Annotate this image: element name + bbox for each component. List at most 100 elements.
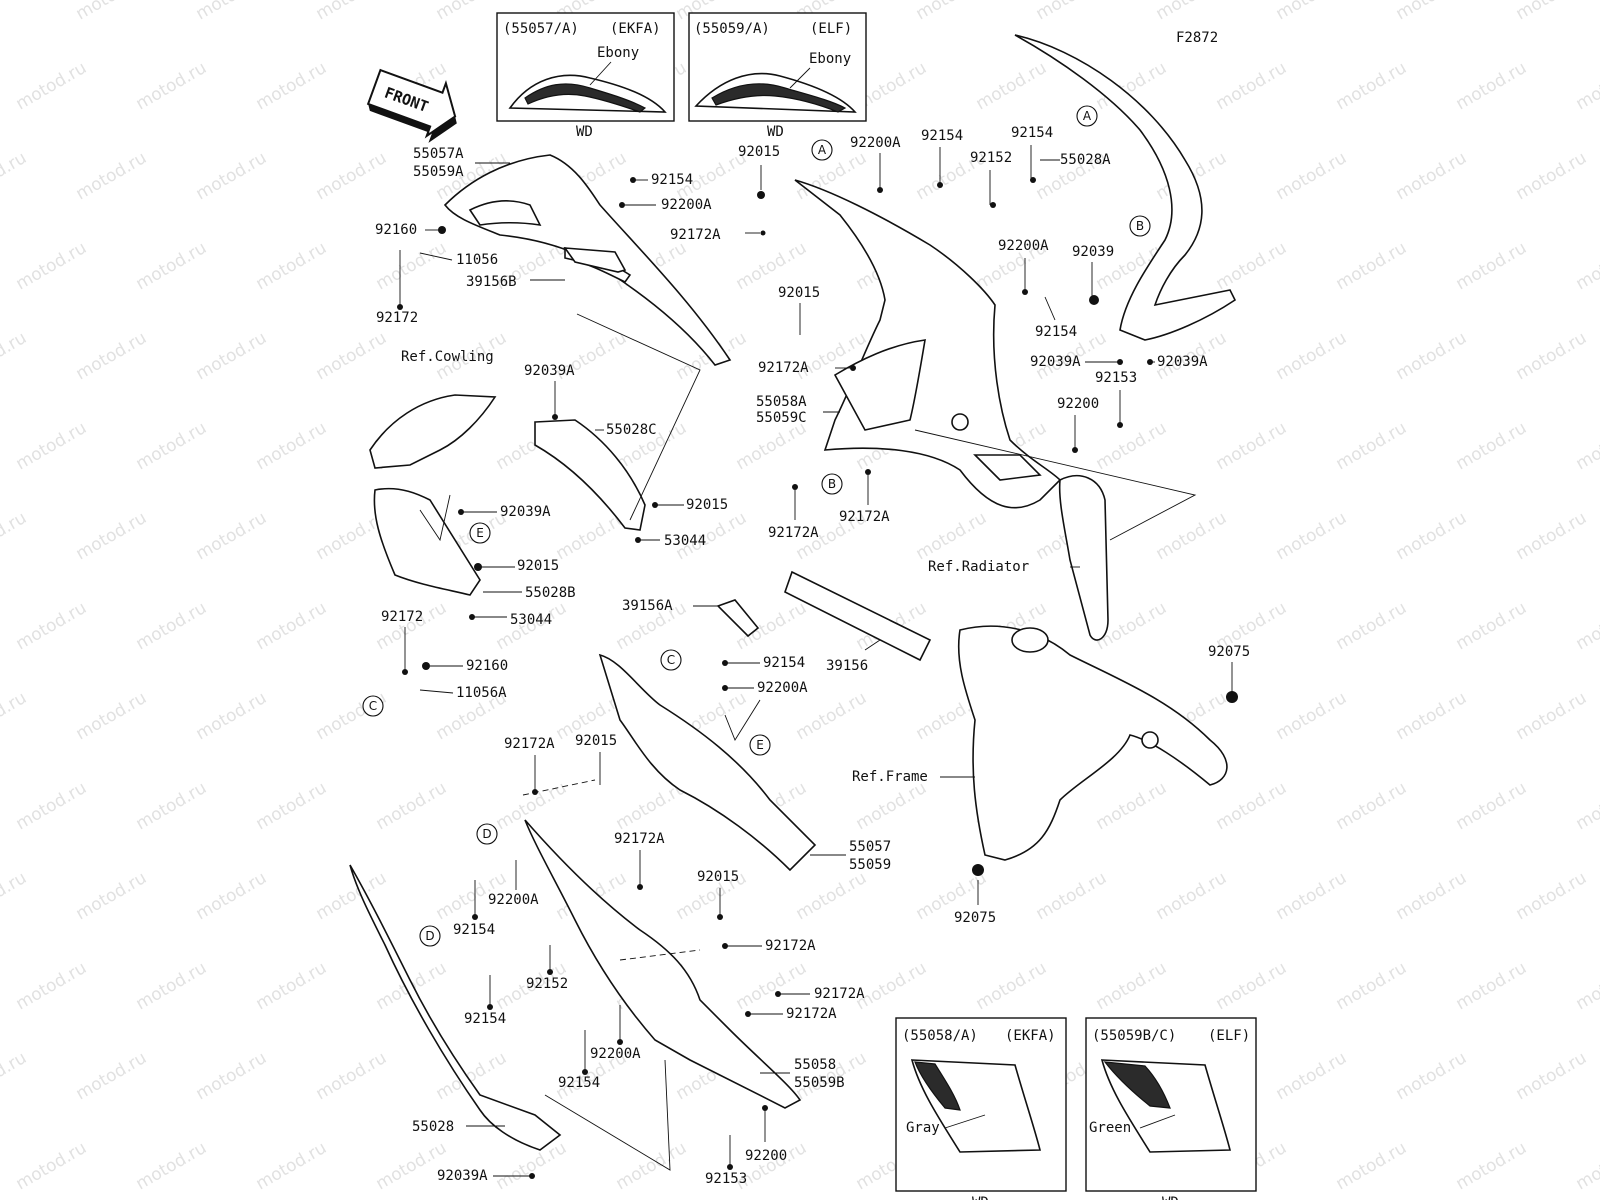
label-92200a-e: 92200A bbox=[488, 892, 539, 908]
inset-55057: (55057/A) (EKFA) Ebony WD bbox=[496, 12, 675, 140]
watermark-text: motod.ru bbox=[253, 58, 331, 114]
watermark-text: motod.ru bbox=[253, 238, 331, 294]
label-92153-b: 92153 bbox=[705, 1171, 747, 1187]
watermark-text: motod.ru bbox=[253, 958, 331, 1014]
watermark-text: motod.ru bbox=[1273, 0, 1351, 24]
label-92200a-d: 92200A bbox=[757, 680, 808, 696]
inset-model: (ELF) bbox=[1208, 1028, 1250, 1044]
svg-text:E: E bbox=[476, 526, 484, 540]
inset-55059b: (55059B/C) (ELF) Green WD bbox=[1085, 1017, 1257, 1200]
watermark-text: motod.ru bbox=[0, 688, 30, 744]
label-92200a-a: 92200A bbox=[661, 197, 712, 213]
watermark-text: motod.ru bbox=[1393, 328, 1471, 384]
watermark-text: motod.ru bbox=[1453, 598, 1531, 654]
watermark-text: motod.ru bbox=[1273, 508, 1351, 564]
label-55058a: 55058A bbox=[756, 394, 807, 410]
lower-cowl-55057 bbox=[598, 653, 817, 872]
label-92172-b: 92172 bbox=[381, 609, 423, 625]
watermark-text: motod.ru bbox=[793, 868, 871, 924]
watermark-text: motod.ru bbox=[133, 58, 211, 114]
inset-suffix: WD bbox=[1162, 1195, 1179, 1200]
svg-text:C: C bbox=[667, 653, 675, 667]
label-55028: 55028 bbox=[412, 1119, 454, 1135]
label-92154-d: 92154 bbox=[1035, 324, 1077, 340]
inset-model: (EKFA) bbox=[610, 21, 661, 37]
label-ref-radiator: Ref.Radiator bbox=[928, 559, 1029, 575]
svg-text:E: E bbox=[756, 738, 764, 752]
label-92172a-c: 92172A bbox=[768, 525, 819, 541]
rail-55028a bbox=[1014, 34, 1237, 341]
radiator-reference bbox=[1058, 475, 1109, 641]
watermark-text: motod.ru bbox=[13, 58, 91, 114]
label-92200a-f: 92200A bbox=[590, 1046, 641, 1062]
watermark-text: motod.ru bbox=[793, 688, 871, 744]
watermark-text: motod.ru bbox=[1273, 868, 1351, 924]
label-leaders bbox=[399, 145, 1233, 1177]
watermark-text: motod.ru bbox=[1513, 148, 1591, 204]
watermark-text: motod.ru bbox=[1513, 688, 1591, 744]
watermark-text: motod.ru bbox=[253, 778, 331, 834]
label-92200a-b: 92200A bbox=[850, 135, 901, 151]
watermark-text: motod.ru bbox=[73, 508, 151, 564]
watermark-text: motod.ru bbox=[1033, 868, 1111, 924]
side-fairing-part bbox=[794, 179, 1062, 509]
watermark-text: motod.ru bbox=[373, 598, 451, 654]
label-39156b: 39156B bbox=[466, 274, 517, 290]
trim-39156a bbox=[716, 599, 760, 638]
watermark-text: motod.ru bbox=[133, 958, 211, 1014]
watermark-text: motod.ru bbox=[1213, 238, 1291, 294]
watermark-text: motod.ru bbox=[133, 418, 211, 474]
callout-b2: B bbox=[821, 473, 843, 495]
svg-text:B: B bbox=[1136, 219, 1144, 233]
label-92154-g: 92154 bbox=[464, 1011, 506, 1027]
watermark-text: motod.ru bbox=[193, 688, 271, 744]
label-92015-f: 92015 bbox=[697, 869, 739, 885]
inset-model: (EKFA) bbox=[1005, 1028, 1056, 1044]
watermark-text: motod.ru bbox=[1513, 0, 1591, 24]
label-92015-c: 92015 bbox=[686, 497, 728, 513]
label-92172a-a: 92172A bbox=[670, 227, 721, 243]
svg-text:B: B bbox=[828, 477, 836, 491]
label-53044-a: 53044 bbox=[664, 533, 706, 549]
watermark-text: motod.ru bbox=[1093, 958, 1171, 1014]
fastener-markers bbox=[397, 177, 1238, 1179]
watermark-text: motod.ru bbox=[1513, 1048, 1591, 1104]
label-92015-b: 92015 bbox=[778, 285, 820, 301]
watermark-text: motod.ru bbox=[1153, 868, 1231, 924]
watermark-text: motod.ru bbox=[373, 238, 451, 294]
label-92200a-c: 92200A bbox=[998, 238, 1049, 254]
watermark-text: motod.ru bbox=[13, 1138, 91, 1194]
watermark-text: motod.ru bbox=[73, 0, 151, 24]
watermark-text: motod.ru bbox=[193, 328, 271, 384]
figure-code: F2872 bbox=[1176, 30, 1218, 46]
callout-b1: B bbox=[1129, 215, 1151, 237]
watermark-text: motod.ru bbox=[13, 778, 91, 834]
inset-suffix: WD bbox=[972, 1195, 989, 1200]
watermark-text: motod.ru bbox=[133, 1138, 211, 1194]
watermark-text: motod.ru bbox=[1333, 418, 1411, 474]
watermark-text: motod.ru bbox=[613, 1138, 691, 1194]
watermark-text: motod.ru bbox=[0, 328, 30, 384]
watermark-text: motod.ru bbox=[373, 778, 451, 834]
watermark-text: motod.ru bbox=[973, 958, 1051, 1014]
watermark-text: motod.ru bbox=[193, 868, 271, 924]
watermark-text: motod.ru bbox=[1573, 1138, 1600, 1194]
inner-panel-55028b bbox=[373, 487, 481, 596]
watermark-text: motod.ru bbox=[73, 148, 151, 204]
watermark-text: motod.ru bbox=[1273, 328, 1351, 384]
watermark-text: motod.ru bbox=[0, 148, 30, 204]
watermark-text: motod.ru bbox=[13, 238, 91, 294]
label-92039a-e: 92039A bbox=[437, 1168, 488, 1184]
frame-reference bbox=[957, 625, 1228, 861]
watermark-text: motod.ru bbox=[1333, 1138, 1411, 1194]
watermark-text: motod.ru bbox=[493, 778, 571, 834]
watermark-text: motod.ru bbox=[1453, 958, 1531, 1014]
callout-markers: A A B B C C D D E E bbox=[362, 105, 1151, 947]
label-55059b: 55059B bbox=[794, 1075, 845, 1091]
label-92039a-b: 92039A bbox=[1157, 354, 1208, 370]
label-55057a: 55057A bbox=[413, 146, 464, 162]
watermark-text: motod.ru bbox=[193, 508, 271, 564]
watermark-text: motod.ru bbox=[0, 508, 30, 564]
trim-39156b bbox=[563, 247, 627, 273]
watermark-text: motod.ru bbox=[0, 1048, 30, 1104]
